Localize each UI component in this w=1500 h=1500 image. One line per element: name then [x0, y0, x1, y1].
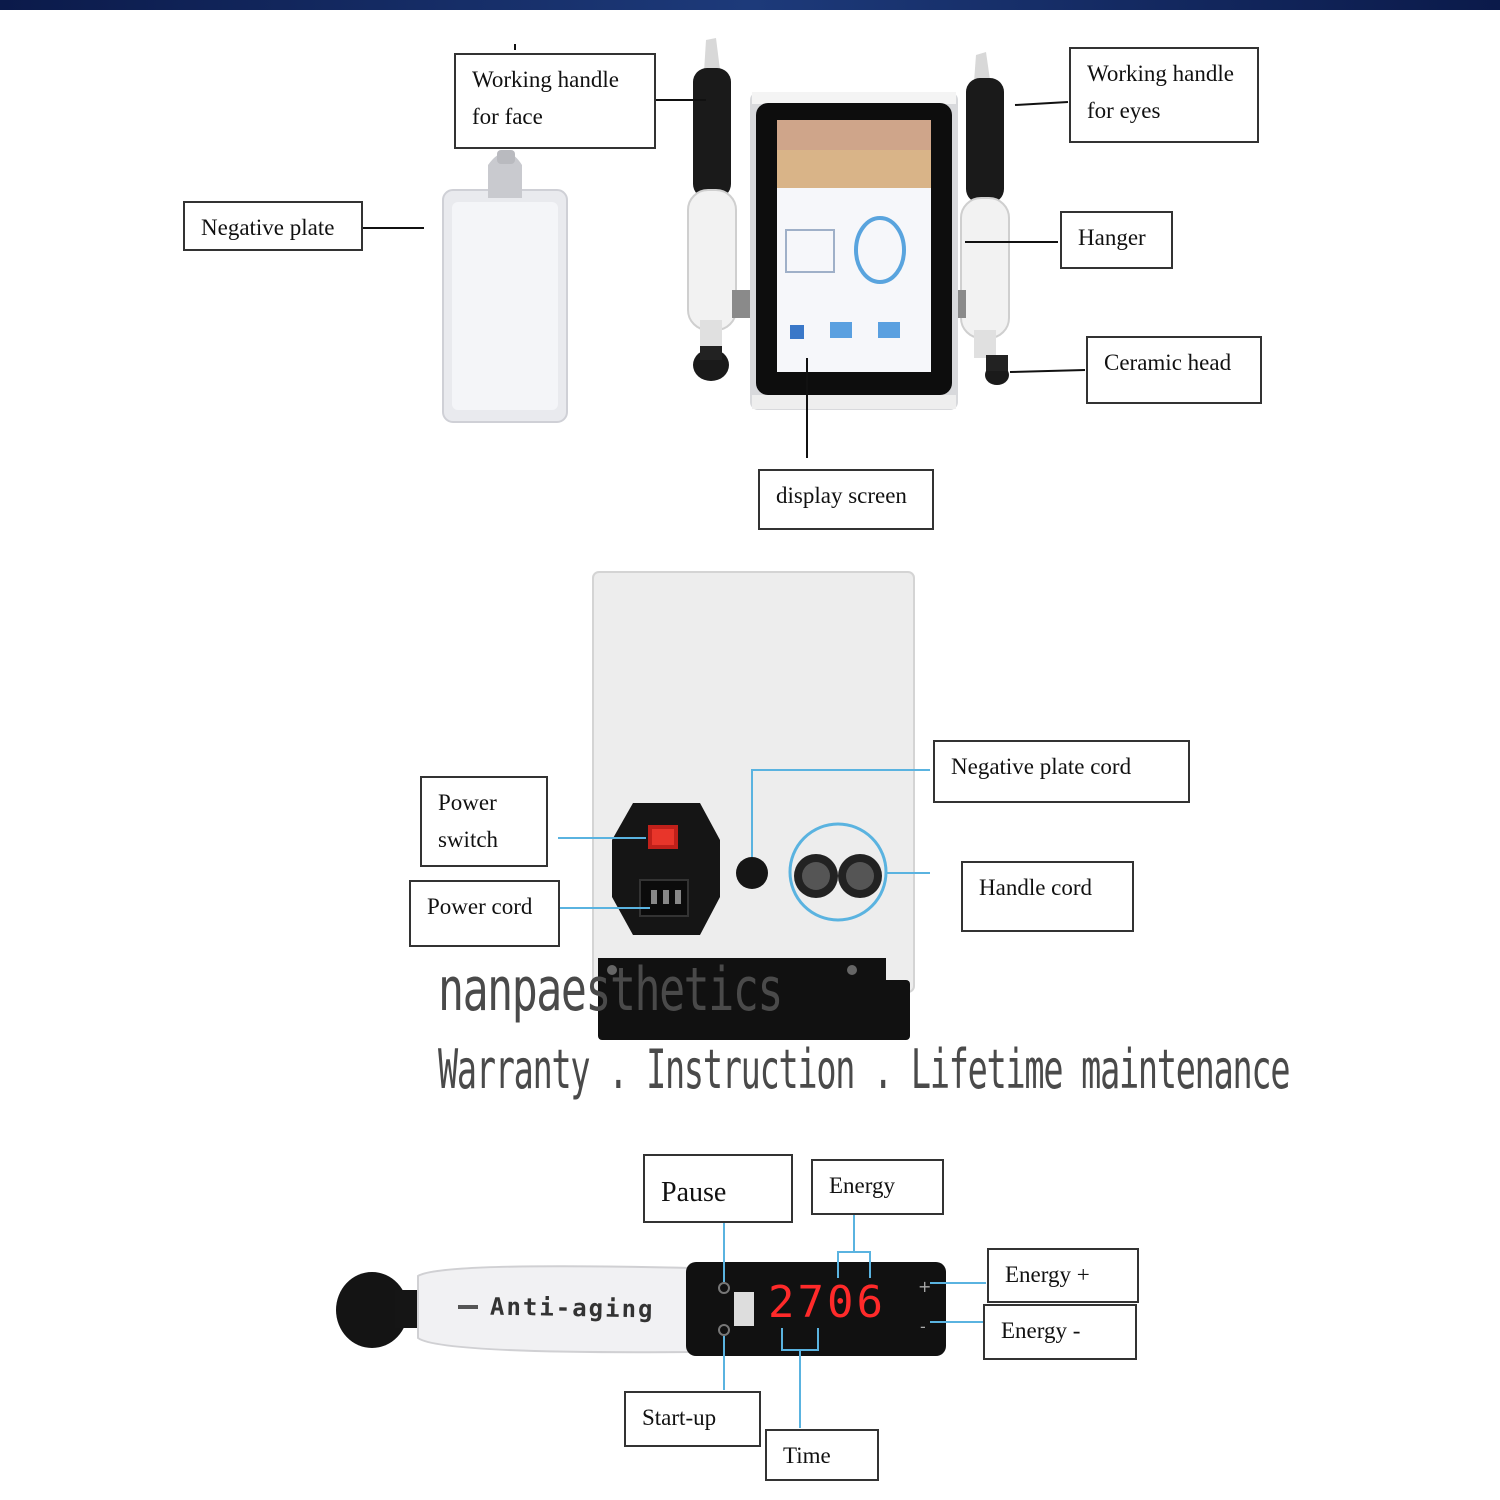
label-handle-cord: Handle cord: [961, 861, 1134, 932]
left-hanger-bracket: [732, 290, 752, 318]
handle-engraving: Anti-aging: [489, 1292, 655, 1324]
label-working-handle-face: Working handle for face: [454, 53, 656, 149]
label-power-switch: Power switch: [420, 776, 548, 867]
label-negative-plate: Negative plate: [183, 201, 363, 251]
negative-plate-image: [442, 150, 568, 423]
handle-leader-lines: [723, 1215, 986, 1428]
label-energy-minus: Energy -: [983, 1304, 1137, 1360]
label-display-screen: display screen: [758, 469, 934, 530]
negative-plate-socket: [736, 857, 768, 889]
label-time: Time: [765, 1429, 879, 1481]
label-start-up: Start-up: [624, 1391, 761, 1447]
back-leader-lines: [558, 769, 930, 909]
top-banner-strip: [0, 0, 1500, 10]
label-power-cord: Power cord: [409, 880, 560, 947]
label-negative-plate-cord: Negative plate cord: [933, 740, 1190, 803]
svg-text:-: -: [920, 1317, 926, 1336]
power-module-image: [612, 803, 720, 935]
label-ceramic-head: Ceramic head: [1086, 336, 1262, 404]
label-energy-plus: Energy +: [987, 1248, 1139, 1303]
watermark-brand: nanpaesthetics: [438, 955, 783, 1025]
front-leader-lines: [362, 44, 1086, 458]
label-working-handle-eyes: Working handle for eyes: [1069, 47, 1259, 143]
eye-handle-image: [960, 52, 1010, 385]
handle-lcd-display: 2706: [768, 1277, 886, 1328]
label-hanger: Hanger: [1060, 211, 1173, 269]
label-energy: Energy: [811, 1159, 944, 1215]
console-front-image: [750, 92, 958, 410]
face-handle-image: [687, 38, 737, 381]
label-pause: Pause: [643, 1154, 793, 1223]
watermark-tagline: Warranty . Instruction . Lifetime mainte…: [438, 1038, 1290, 1101]
svg-text:+: +: [918, 1277, 931, 1296]
